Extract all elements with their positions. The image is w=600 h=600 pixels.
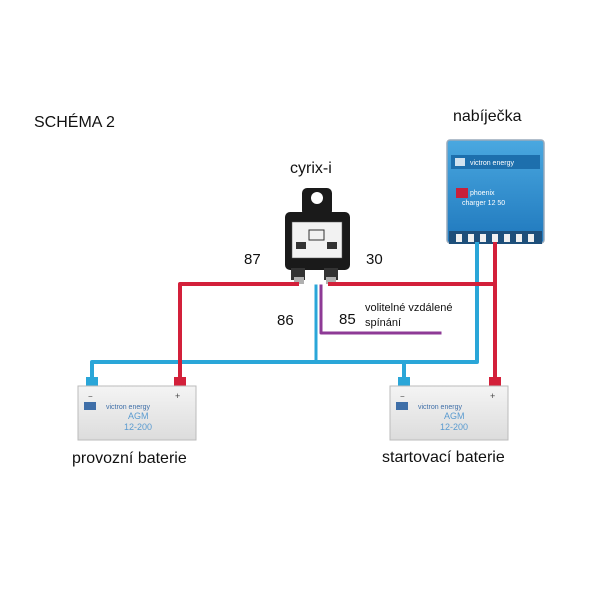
victron-logo-icon — [396, 402, 408, 410]
schema-title: SCHÉMA 2 — [34, 114, 115, 131]
charger-indicator — [456, 188, 468, 198]
battery-left-minus: − — [88, 392, 93, 401]
victron-logo-icon — [455, 158, 465, 166]
battery-left-plus: + — [175, 391, 180, 401]
battery-right-minus: − — [400, 392, 405, 401]
battery-left-caption: provozní baterie — [72, 450, 187, 467]
battery-right-type: AGM — [444, 411, 465, 421]
battery-right-caption: startovací baterie — [382, 449, 505, 466]
charger: victron energy phoenix charger 12 50 — [446, 139, 545, 244]
battery-right-spec: 12-200 — [440, 422, 468, 432]
battery-left-brand: victron energy — [106, 404, 150, 411]
charger-label: nabíječka — [453, 108, 522, 125]
victron-logo-icon — [84, 402, 96, 410]
pin-86-label: 86 — [277, 312, 294, 329]
charger-model-1: phoenix — [470, 190, 495, 197]
remote-label-line2: spínání — [365, 317, 402, 329]
negative-wire — [90, 242, 479, 382]
relay-label: cyrix-i — [290, 160, 332, 177]
battery-right-brand: victron energy — [418, 404, 462, 411]
battery-right: − + victron energy AGM 12-200 — [389, 377, 509, 441]
positive-wire-service — [178, 282, 299, 382]
battery-left-spec: 12-200 — [124, 422, 152, 432]
battery-left-type: AGM — [128, 411, 149, 421]
battery-right-plus: + — [490, 391, 495, 401]
charger-model-2: charger 12 50 — [462, 200, 505, 207]
remote-label-line1: volitelné vzdálené — [365, 302, 453, 314]
remote-wire — [319, 284, 442, 335]
pin-87-label: 87 — [244, 251, 261, 268]
charger-brand-text: victron energy — [470, 160, 514, 167]
pin-85-label: 85 — [339, 311, 356, 328]
pin-30-label: 30 — [366, 251, 383, 268]
battery-left: − + victron energy AGM 12-200 — [77, 377, 197, 441]
relay-cyrix — [285, 188, 350, 284]
